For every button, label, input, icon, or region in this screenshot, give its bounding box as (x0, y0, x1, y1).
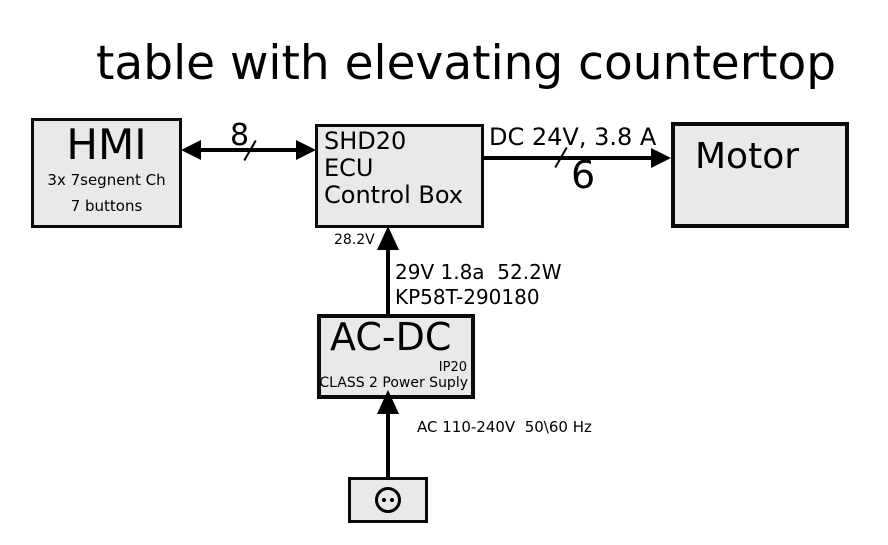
arrowhead-right-icon (651, 148, 671, 168)
ecu-block-line3: Control Box (324, 181, 463, 209)
wire-label-supply-model: KP58T-290180 (395, 285, 540, 309)
wire-label-282v: 28.2V (334, 232, 375, 248)
wire-acdc-ecu (386, 244, 390, 314)
hmi-block-subtitle-display: 3x 7segnent Ch (47, 171, 166, 189)
arrowhead-up-icon (377, 390, 399, 414)
acdc-class-label: CLASS 2 Power Suply (319, 375, 468, 391)
wire-label-ecu-motor-width: 6 (571, 153, 596, 197)
hmi-block: HMI 3x 7segnent Ch 7 buttons (31, 118, 182, 228)
socket-pin-left (382, 498, 386, 502)
mains-outlet-block (348, 477, 428, 523)
wire-label-mains-input: AC 110-240V 50\60 Hz (417, 418, 592, 436)
acdc-power-supply-block: AC-DC IP20 CLASS 2 Power Suply (317, 314, 475, 399)
ecu-block-line1: SHD20 (324, 127, 407, 155)
motor-block-title: Motor (695, 136, 800, 177)
arrowhead-up-icon (377, 226, 399, 250)
acdc-block-title: AC-DC (330, 315, 452, 359)
power-socket-icon (375, 487, 401, 513)
wire-label-hmi-ecu-width: 8 (230, 118, 250, 153)
ecu-block-line2: ECU (324, 154, 374, 182)
arrowhead-left-icon (181, 140, 201, 160)
socket-pin-right (390, 498, 394, 502)
ecu-control-box-block: SHD20 ECU Control Box (315, 124, 484, 228)
wire-label-dc-voltage: DC 24V, 3.8 A (489, 123, 657, 151)
arrowhead-right-icon (296, 140, 316, 160)
hmi-block-subtitle-buttons: 7 buttons (70, 197, 143, 215)
ecu-block-text: SHD20 ECU Control Box (318, 128, 463, 209)
diagram-title: table with elevating countertop (96, 36, 837, 91)
wire-label-supply-output: 29V 1.8a 52.2W (395, 260, 562, 284)
hmi-block-title: HMI (66, 120, 147, 169)
wire-ecu-motor (483, 156, 653, 160)
wire-outlet-acdc (386, 412, 390, 478)
acdc-ip-rating: IP20 (438, 360, 467, 375)
motor-block: Motor (671, 122, 849, 228)
